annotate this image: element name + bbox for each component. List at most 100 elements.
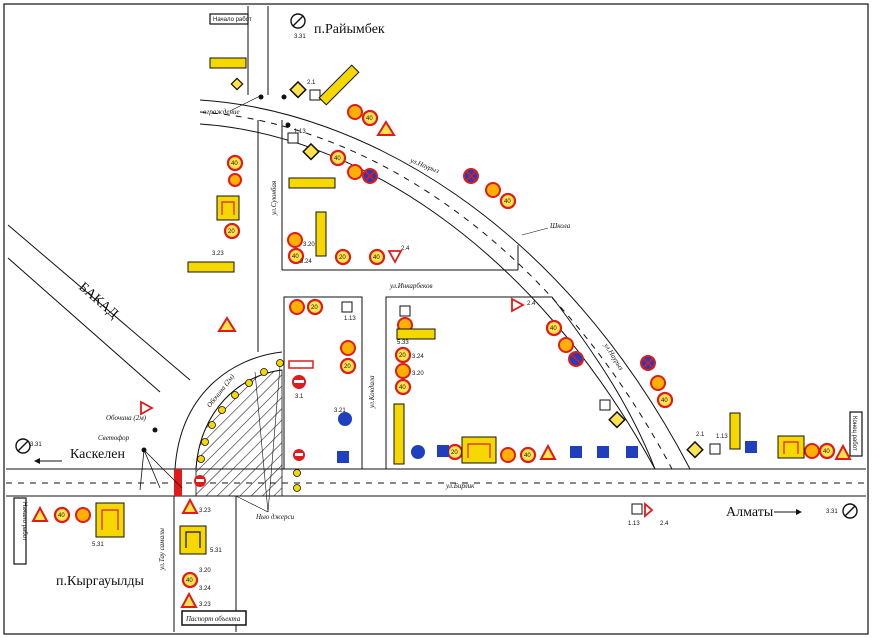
arrow-right-icon: [774, 509, 802, 515]
left-vertical-label: Начало работ: [21, 502, 27, 541]
direction-arrow-sign-icon: [187, 261, 235, 273]
restriction-sign-icon: [289, 299, 305, 315]
start-work-label: Начало работ: [213, 17, 252, 23]
speed-limit-sign-icon: 40: [545, 319, 563, 337]
speed-limit-sign-icon: 40: [361, 109, 379, 127]
svg-text:3.1: 3.1: [295, 394, 304, 400]
restriction-sign-icon: [347, 164, 363, 180]
warning-triangle-icon: 3.23: [180, 591, 211, 608]
no-entry-sign-icon: 3.31: [15, 438, 42, 454]
end-restriction-sign-icon: [287, 132, 299, 144]
speed-limit-sign-icon: 40: [499, 192, 517, 210]
work-zone-red-marker: [174, 469, 182, 496]
street-bakad: БАКАД: [76, 280, 122, 322]
start-work-box: Начало работ: [209, 13, 252, 25]
svg-text:20: 20: [344, 364, 351, 370]
restriction-sign-icon: [558, 337, 574, 353]
annotation-fence: ограждение: [203, 108, 240, 116]
direction-arrow-sign-icon: [288, 177, 336, 189]
warning-lamp-icon: [218, 406, 226, 414]
no-stopping-sign-icon: [568, 351, 584, 367]
nauryz-road-outer-edge: [199, 99, 691, 470]
blue-square-sign-icon: [626, 446, 638, 458]
nauryz-road-inner-edge: [199, 123, 656, 470]
svg-text:40: 40: [231, 161, 238, 167]
sign-code-113-b: 1.13: [344, 316, 356, 322]
sign-code-113-d: 1.13: [716, 434, 728, 440]
detour-scheme-sign-icon: [216, 195, 240, 221]
detour-scheme-sign-icon: 5.31: [179, 525, 222, 555]
direction-arrow-sign-icon: [393, 403, 405, 465]
sign-code-113-a: 1.13: [294, 129, 306, 135]
end-restriction-sign-icon: [599, 399, 611, 411]
speed-limit-sign-icon: 40: [519, 446, 537, 464]
restriction-sign-icon: [485, 182, 501, 198]
street-nauryz-upper: ул.Наурыз: [408, 156, 440, 175]
speed-limit-sign-icon: 40: [329, 149, 347, 167]
end-restriction-sign-icon: [399, 305, 411, 317]
speed-limit-sign-icon: 40: [656, 391, 674, 409]
restriction-sign-icon: [395, 363, 411, 379]
junction-curve-outer: [174, 351, 283, 470]
annotation-new-jersey: Нью джерси: [255, 513, 295, 521]
warning-triangle-icon: [31, 505, 49, 522]
no-entry-red-sign-icon: [194, 475, 206, 487]
traffic-light-icon: [139, 447, 183, 491]
warning-triangle-icon: [217, 316, 237, 332]
sign-code-533-a: 5.33: [397, 340, 409, 346]
speed-limit-sign-icon: 40: [818, 442, 836, 460]
end-restriction-sign-icon: [631, 503, 643, 515]
blue-square-sign-icon: [437, 445, 449, 457]
speed-limit-sign-icon: 20: [306, 298, 324, 316]
speed-limit-sign-icon: 40: [394, 378, 412, 396]
left-vertical-box: Начало работ: [13, 497, 27, 565]
priority-diamond-icon: [302, 142, 320, 161]
svg-text:3.23: 3.23: [199, 508, 211, 514]
speed-limit-sign-icon: 40: [368, 248, 386, 266]
restriction-sign-icon: [75, 507, 91, 523]
svg-text:40: 40: [399, 385, 406, 391]
street-kokdala: ул.Кокдала: [368, 375, 376, 409]
warning-triangle-icon: [834, 443, 852, 460]
direction-kaskelen: Каскелен: [70, 447, 125, 462]
direction-arrow-sign-icon: [209, 57, 247, 69]
svg-text:3.31: 3.31: [826, 509, 838, 515]
svg-text:5.31: 5.31: [210, 548, 222, 554]
blue-square-sign-icon: [570, 446, 582, 458]
restriction-sign-icon: [804, 443, 820, 459]
end-restriction-sign-icon: [341, 301, 353, 313]
blue-square-sign-icon: [337, 451, 349, 463]
no-stopping-sign-icon: [362, 168, 378, 184]
restriction-sign-icon: [228, 173, 242, 187]
speed-limit-sign-icon: 40: [53, 506, 71, 524]
sign-code-324-c: 3.24: [199, 586, 211, 592]
speed-limit-sign-icon: 40: [226, 154, 244, 172]
direction-arrow-sign-icon: [318, 64, 360, 106]
warning-triangle-icon: [387, 250, 403, 264]
direction-arrow-sign-icon: [729, 412, 741, 450]
warning-lamp-icon: [208, 421, 216, 429]
map-frame: [3, 3, 869, 635]
nauryz-road-centerline: [199, 111, 673, 470]
no-stopping-sign-icon: [640, 355, 656, 371]
svg-text:20: 20: [311, 305, 318, 311]
warning-triangle-icon: [539, 443, 557, 460]
direction-arrow-sign-icon: [396, 328, 436, 340]
speed-limit-sign-icon: 20: [394, 346, 412, 364]
sign-code-324-b: 3.24: [412, 354, 424, 360]
street-inkarbekov: ул.Инкарбеков: [389, 282, 433, 290]
sign-code-320-c: 3.20: [199, 568, 211, 574]
end-work-box: Конец работ: [849, 411, 863, 457]
warning-lamp-icon: [197, 455, 205, 463]
svg-text:40: 40: [58, 513, 65, 519]
speed-limit-sign-icon: 20: [334, 248, 352, 266]
annotation-school: Школа: [549, 222, 571, 230]
road-pole-icon: [152, 94, 291, 433]
detour-scheme-sign-icon: [461, 436, 497, 464]
place-kyrgauyldy: п.Кыргауылды: [56, 574, 144, 589]
priority-diamond-icon: [230, 77, 244, 91]
chevron-barrier-icon: [288, 360, 314, 369]
bakad-road-lower-edge: [7, 257, 161, 393]
end-work-label: Конец работ: [851, 416, 857, 451]
warning-lamp-icon: [201, 438, 209, 446]
